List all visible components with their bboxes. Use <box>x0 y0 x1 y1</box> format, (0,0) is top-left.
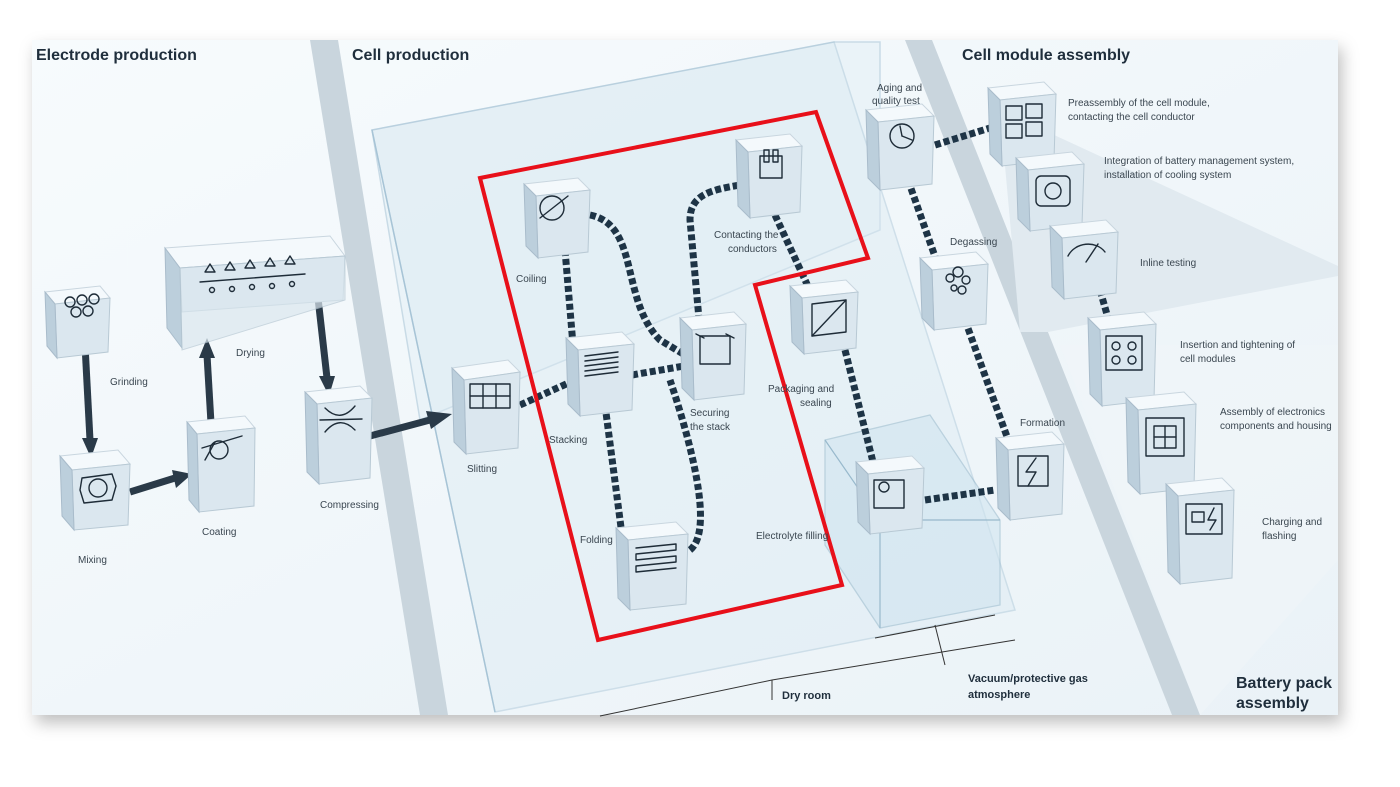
label-integration-2: installation of cooling system <box>1104 170 1231 181</box>
drying-icon <box>199 255 306 294</box>
label-packaging-2: sealing <box>800 398 832 409</box>
label-aging-1: Aging and <box>877 83 922 94</box>
box-stacking <box>564 331 636 418</box>
box-coiling <box>522 177 592 260</box>
section-cell-production: Cell production <box>352 47 469 64</box>
label-slitting: Slitting <box>467 464 497 475</box>
contacting-icon <box>759 149 783 179</box>
divider-pillar-right <box>905 40 1200 715</box>
label-coiling: Coiling <box>516 274 547 285</box>
box-slitting <box>450 359 522 456</box>
label-drying: Drying <box>236 348 265 359</box>
inline-testing-icon <box>1067 243 1106 263</box>
box-formation <box>994 431 1066 522</box>
label-contacting-2: conductors <box>728 244 777 255</box>
label-stacking: Stacking <box>549 435 587 446</box>
slitting-icon <box>469 383 511 409</box>
coiling-icon <box>539 195 569 221</box>
box-drying <box>164 235 346 351</box>
degassing-icon <box>945 266 971 295</box>
zone-vacuum-line2: atmosphere <box>968 689 1030 701</box>
aging-icon <box>889 123 915 149</box>
electrolyte-icon <box>873 479 905 509</box>
box-grinding <box>44 285 111 360</box>
conveyor-belts <box>518 124 1198 553</box>
label-aging-2: quality test <box>872 96 920 107</box>
label-coating: Coating <box>202 527 236 538</box>
stacking-icon <box>584 351 619 377</box>
label-preassembly-2: contacting the cell conductor <box>1068 112 1195 123</box>
label-contacting-1: Contacting the <box>714 230 779 241</box>
label-degassing: Degassing <box>950 237 997 248</box>
section-battery-pack-line2: assembly <box>1236 695 1309 712</box>
label-folding: Folding <box>580 535 613 546</box>
box-inline-testing <box>1048 219 1120 301</box>
mixing-icon <box>79 473 117 504</box>
charging-icon <box>1185 503 1223 535</box>
box-compressing <box>303 385 374 486</box>
preassembly-icon <box>1005 103 1043 139</box>
label-preassembly-1: Preassembly of the cell module, <box>1068 98 1210 109</box>
box-aging <box>864 103 936 192</box>
divider-pillar-left <box>310 40 448 715</box>
label-grinding: Grinding <box>110 377 148 388</box>
formation-icon <box>1017 455 1049 487</box>
label-insertion-1: Insertion and tightening of <box>1180 340 1295 351</box>
vacuum-tick <box>934 624 946 666</box>
grinding-icon <box>64 293 100 318</box>
securing-icon <box>695 333 735 365</box>
label-integration-1: Integration of battery management system… <box>1104 156 1294 167</box>
box-degassing <box>918 251 990 332</box>
section-electrode-production: Electrode production <box>36 47 197 64</box>
label-securing-1: Securing <box>690 408 729 419</box>
box-insertion <box>1086 311 1158 408</box>
box-contacting <box>734 133 804 220</box>
folding-icon <box>635 543 677 573</box>
box-securing <box>678 311 748 402</box>
label-electronics-2: components and housing <box>1220 421 1332 432</box>
box-electronics <box>1124 391 1198 496</box>
highlight-outline <box>477 109 871 643</box>
zone-dry-room: Dry room <box>782 690 831 702</box>
label-securing-2: the stack <box>690 422 731 433</box>
coating-icon <box>201 435 243 461</box>
compressing-icon <box>319 405 363 433</box>
box-mixing <box>58 449 132 532</box>
electrode-arrows <box>81 297 452 496</box>
label-charging-2: flashing <box>1262 531 1296 542</box>
label-packaging-1: Packaging and <box>768 384 834 395</box>
integration-icon <box>1035 175 1071 207</box>
box-integration <box>1014 151 1086 233</box>
box-electrolyte <box>854 455 926 536</box>
section-battery-pack-line1: Battery pack <box>1236 675 1332 692</box>
box-folding <box>614 521 690 612</box>
insertion-icon <box>1105 335 1143 371</box>
label-formation: Formation <box>1020 418 1065 429</box>
label-charging-1: Charging and <box>1262 517 1322 528</box>
label-insertion-2: cell modules <box>1180 354 1236 365</box>
zone-vacuum-line1: Vacuum/protective gas <box>968 673 1088 685</box>
label-compressing: Compressing <box>320 500 379 511</box>
label-electrolyte: Electrolyte filling <box>756 531 828 542</box>
box-coating <box>186 415 256 514</box>
label-mixing: Mixing <box>78 555 107 566</box>
section-cell-module-assembly: Cell module assembly <box>962 47 1130 64</box>
label-electronics-1: Assembly of electronics <box>1220 407 1325 418</box>
box-packaging <box>788 279 860 356</box>
electronics-icon <box>1145 417 1185 457</box>
box-charging <box>1164 477 1236 586</box>
packaging-icon <box>811 299 847 337</box>
label-inline-testing: Inline testing <box>1140 258 1196 269</box>
